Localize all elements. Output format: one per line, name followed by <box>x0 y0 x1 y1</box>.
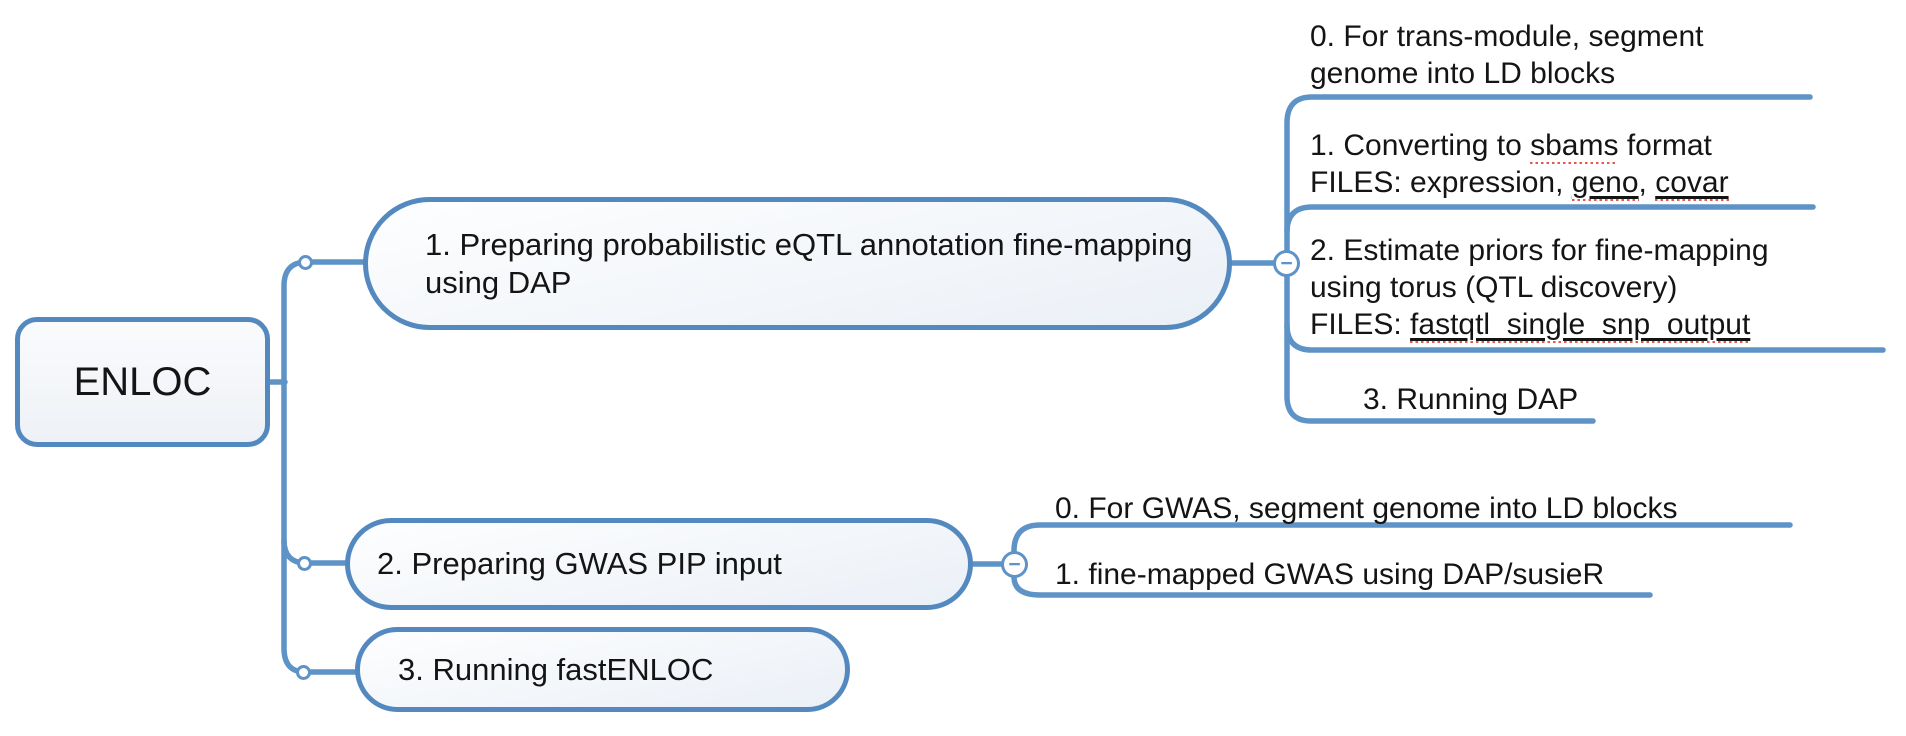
minus-icon: − <box>1280 252 1293 275</box>
branch-node-label: 2. Preparing GWAS PIP input <box>377 546 782 581</box>
branch1-junction-dot <box>298 255 313 270</box>
branch2-exit-line <box>281 537 351 566</box>
branch-node-label: 3. Running fastENLOC <box>398 651 714 687</box>
minus-icon: − <box>1008 553 1021 576</box>
branch2-child0-line <box>1011 522 1793 554</box>
branch2-collapse-button[interactable]: − <box>1001 551 1028 578</box>
branch-node-gwas-pip[interactable]: 2. Preparing GWAS PIP input <box>345 518 973 610</box>
branch1-child1-line <box>1284 204 1816 235</box>
branch-node-eqtl-annotation[interactable]: 1. Preparing probabilistic eQTL annotati… <box>363 197 1232 330</box>
branch-node-label: 1. Preparing probabilistic eQTL annotati… <box>425 226 1193 300</box>
leaf-node-gwas-ld-blocks[interactable]: 0. For GWAS, segment genome into LD bloc… <box>1055 492 1678 525</box>
branch-node-fastenloc[interactable]: 3. Running fastENLOC <box>355 627 850 712</box>
branch1-child2-line <box>1284 322 1886 353</box>
branch1-collapse-button[interactable]: − <box>1273 250 1300 277</box>
leaf-node-fine-mapped-gwas[interactable]: 1. fine-mapped GWAS using DAP/susieR <box>1055 558 1605 591</box>
leaf-node-running-dap[interactable]: 3. Running DAP <box>1363 383 1579 416</box>
root-node-enloc[interactable]: ENLOC <box>15 317 270 447</box>
branch3-junction-dot <box>296 665 311 680</box>
root-node-label: ENLOC <box>73 359 212 404</box>
left-trunk-line <box>281 259 369 675</box>
branch2-child1-line <box>1011 574 1653 598</box>
branch2-junction-dot <box>297 556 312 571</box>
